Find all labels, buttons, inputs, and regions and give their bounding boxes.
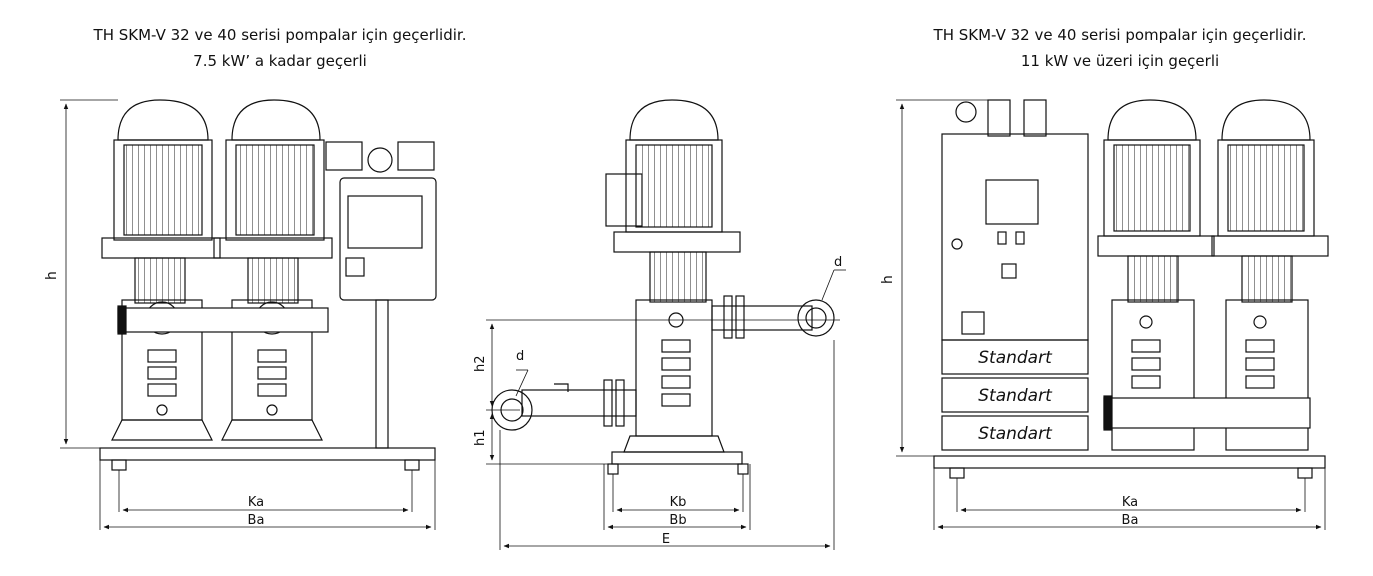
right-motor-1 [1097,99,1215,451]
base-frame [99,447,436,461]
dim-right-ba: Ba [1122,513,1139,528]
caption-left-line2: 7.5 kW’ a kadar geçerli [193,52,367,70]
dim-middle-h1: h1 [473,429,488,446]
dim-left-ka: Ka [248,495,264,510]
side-pump [623,299,725,453]
dim-middle-kb: Kb [670,495,687,510]
side-base [611,451,743,465]
motor-2 [213,99,333,304]
brand-plate-1: Standart [978,348,1053,368]
brand-plate-3: Standart [978,424,1053,444]
dim-left-ba: Ba [248,513,265,528]
motor-1 [101,99,221,304]
caption-right-line2: 11 kW ve üzeri için geçerli [1020,52,1220,70]
dim-middle-d-lower: d [516,349,524,364]
right-manifold-pipe [1103,397,1311,429]
caption-left-line1: TH SKM-V 32 ve 40 serisi pompalar için g… [93,26,467,44]
brand-plates: Standart Standart Standart [978,348,1053,444]
left-dimensions [60,99,436,530]
middle-side-view [491,99,835,475]
dim-right-h: h [880,275,896,284]
side-motor [605,99,741,303]
dim-middle-bb: Bb [669,513,686,528]
dim-left-h: h [44,271,60,280]
middle-dimensions [486,269,846,550]
caption-right-line1: TH SKM-V 32 ve 40 serisi pompalar için g… [933,26,1307,44]
right-control-panel [941,99,1089,451]
upper-outlet-pipe [711,295,835,339]
right-base-frame [933,455,1326,469]
caption-right: TH SKM-V 32 ve 40 serisi pompalar için g… [900,22,1340,74]
left-front-view [99,99,437,471]
control-box [325,141,437,449]
manifold-pipe [117,307,329,333]
dim-middle-h2: h2 [473,355,488,372]
dim-right-ka: Ka [1122,495,1138,510]
dim-middle-e: E [662,532,670,547]
right-dimensions [896,99,1326,530]
brand-plate-2: Standart [978,386,1053,406]
caption-left: TH SKM-V 32 ve 40 serisi pompalar için g… [60,22,500,74]
dim-middle-d-upper: d [834,255,842,270]
right-front-view [933,99,1329,479]
lower-inlet-pipe [491,379,637,431]
right-motor-2 [1211,99,1329,451]
